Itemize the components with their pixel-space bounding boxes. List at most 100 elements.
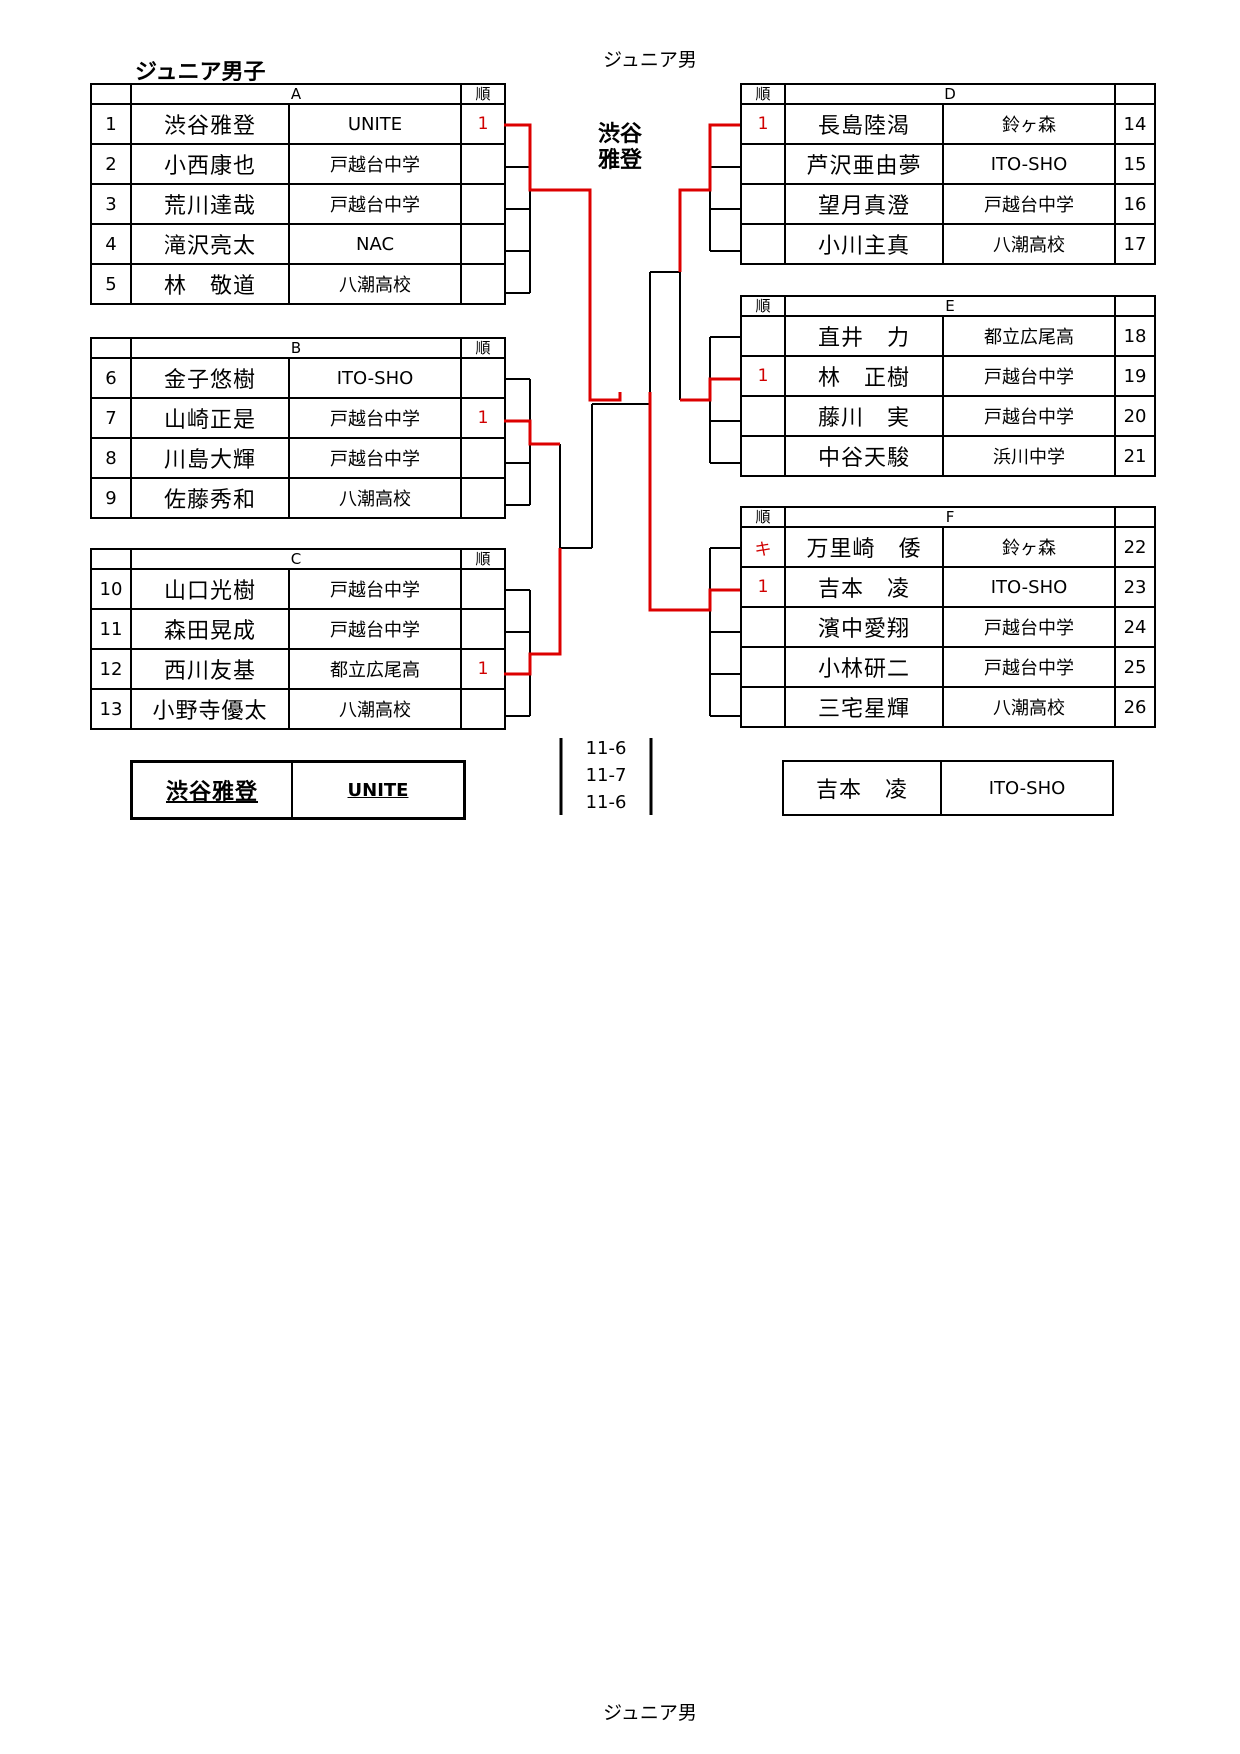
player-number: 3 — [90, 183, 132, 225]
player-team: 戸越台中学 — [287, 143, 463, 185]
player-name: 金子悠樹 — [130, 357, 290, 399]
player-rank — [740, 143, 786, 185]
player-number: 12 — [90, 648, 132, 690]
pool-label: C — [129, 548, 463, 570]
player-rank — [460, 608, 507, 650]
player-rank: 1 — [460, 103, 507, 145]
player-name: 佐藤秀和 — [130, 477, 290, 519]
player-team: 八潮高校 — [287, 263, 463, 305]
player-number: 2 — [90, 143, 132, 185]
player-rank — [460, 143, 507, 185]
player-number: 14 — [1114, 103, 1156, 145]
player-rank — [740, 686, 786, 728]
player-number: 20 — [1114, 395, 1157, 437]
player-name: 滝沢亮太 — [130, 223, 290, 265]
runner-up-team: ITO-SHO — [988, 777, 1066, 799]
rank-header: 順 — [460, 548, 507, 570]
player-rank — [460, 477, 507, 519]
winner-team: UNITE — [347, 779, 409, 801]
player-name: 藤川 実 — [784, 395, 944, 437]
player-name: 吉本 凌 — [784, 566, 944, 608]
player-number: 22 — [1114, 526, 1157, 568]
rank-header: 順 — [460, 337, 507, 359]
player-name: 小林研二 — [784, 646, 944, 688]
player-rank — [740, 435, 786, 477]
player-number: 25 — [1114, 646, 1157, 688]
player-team: 鈴ヶ森 — [942, 103, 1116, 145]
player-name: 三宅星輝 — [784, 686, 944, 728]
pool-label: D — [784, 83, 1116, 105]
player-team: 戸越台中学 — [287, 437, 463, 479]
player-number: 1 — [90, 103, 132, 145]
player-team: 戸越台中学 — [287, 183, 463, 225]
player-rank: 1 — [740, 103, 786, 145]
player-rank — [460, 263, 507, 305]
player-number: 7 — [90, 397, 132, 439]
player-team: UNITE — [287, 103, 463, 145]
player-number: 16 — [1114, 183, 1156, 225]
score: 11-7 — [585, 765, 627, 786]
player-name: 小西康也 — [130, 143, 290, 185]
pool-label: B — [129, 337, 463, 359]
player-number: 8 — [90, 437, 132, 479]
player-rank — [740, 646, 786, 688]
player-number: 26 — [1114, 686, 1157, 728]
runner-up-box: 吉本 凌 ITO-SHO — [782, 760, 1114, 816]
player-name: 山口光樹 — [130, 568, 290, 610]
player-rank: キ — [740, 526, 786, 568]
player-name: 荒川達哉 — [130, 183, 290, 225]
champion-label-line: 渋谷 — [597, 122, 642, 147]
player-rank: 1 — [740, 566, 786, 608]
rank-header: 順 — [460, 83, 507, 105]
score: 11-6 — [585, 738, 627, 759]
champion-label-line: 雅登 — [597, 148, 642, 173]
player-team: 浜川中学 — [941, 435, 1117, 477]
player-name: 望月真澄 — [784, 183, 944, 225]
champion-label: 渋谷 雅登 — [590, 122, 650, 174]
player-rank — [460, 437, 507, 479]
pool-label: E — [783, 295, 1117, 317]
player-rank: 1 — [460, 397, 507, 439]
player-team: 戸越台中学 — [287, 608, 463, 650]
runner-up-name: 吉本 凌 — [784, 762, 942, 814]
player-name: 森田晃成 — [130, 608, 290, 650]
final-scores: 11-6 11-7 11-6 — [576, 735, 636, 816]
player-team: 八潮高校 — [942, 223, 1116, 265]
player-number: 10 — [90, 568, 132, 610]
player-rank: 1 — [740, 355, 786, 397]
player-team: 戸越台中学 — [941, 395, 1117, 437]
player-name: 小川主真 — [784, 223, 944, 265]
player-number: 6 — [90, 357, 132, 399]
player-rank — [460, 688, 507, 730]
player-number: 23 — [1114, 566, 1157, 608]
player-rank — [740, 395, 786, 437]
player-team: ITO-SHO — [942, 143, 1116, 185]
player-number: 5 — [90, 263, 132, 305]
player-number: 13 — [90, 688, 132, 730]
player-team: 八潮高校 — [287, 477, 463, 519]
